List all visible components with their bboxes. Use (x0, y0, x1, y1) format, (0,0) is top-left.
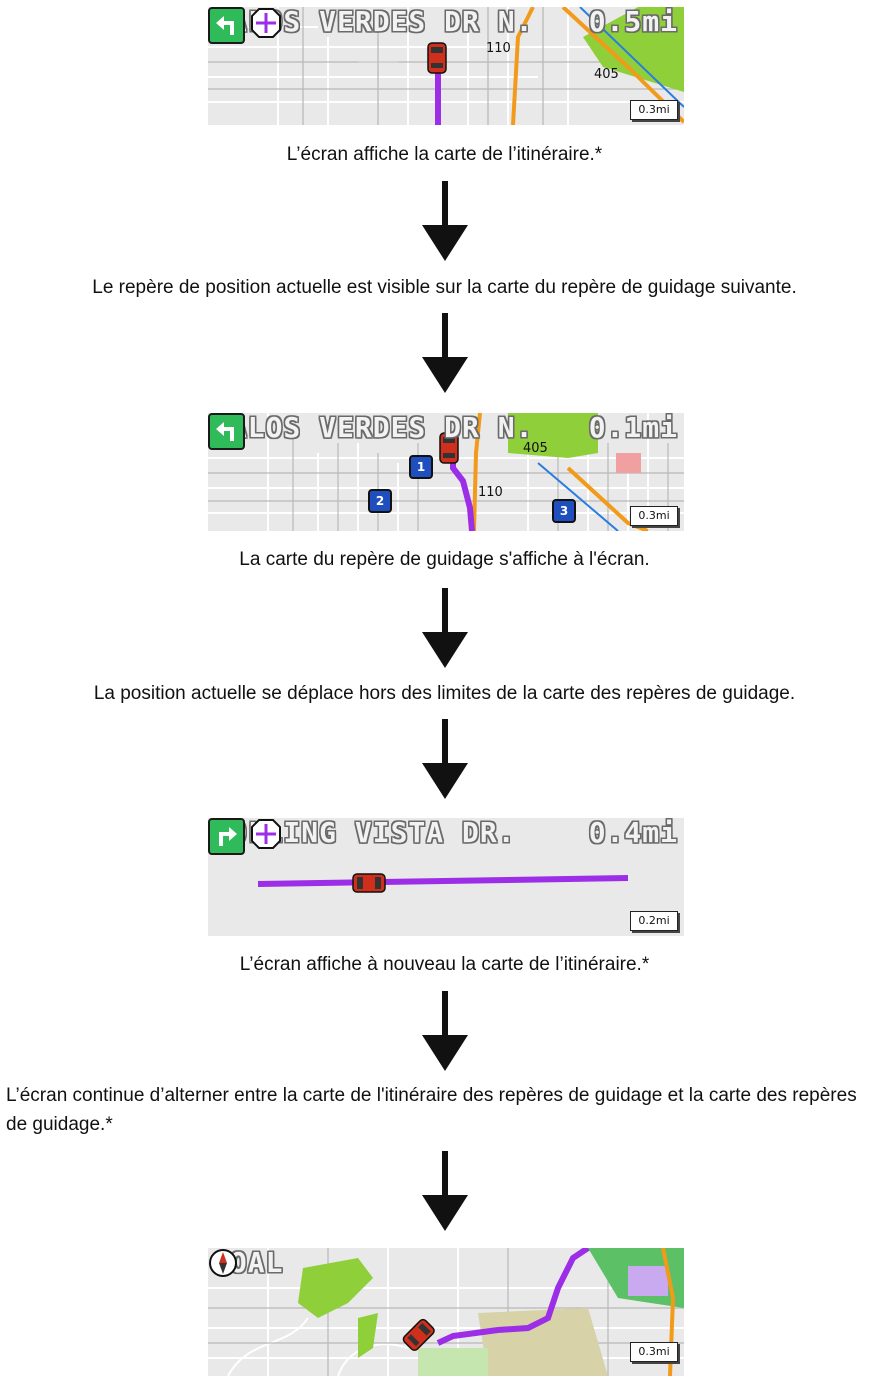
map-background (208, 413, 684, 531)
caption-6: L’écran continue d’alterner entre la car… (6, 1085, 857, 1135)
down-arrow-icon (422, 588, 468, 668)
road-number-label: 405 (594, 67, 619, 82)
car-icon (352, 873, 386, 893)
road-number-label: 110 (486, 41, 511, 56)
highway-110 (472, 413, 482, 531)
highway-110 (511, 7, 535, 125)
goal-map-4: GOAL 0.3mi (208, 1248, 684, 1376)
turn-left-icon (208, 413, 245, 450)
caption-2: Le repère de position actuelle est visib… (92, 277, 797, 298)
map-background (208, 1248, 684, 1376)
down-arrow-icon (422, 991, 468, 1071)
caption-3: La carte du repère de guidage s'affiche … (239, 549, 650, 570)
down-arrow-icon (422, 719, 468, 799)
road-number-label: 110 (478, 485, 503, 500)
turn-left-icon (208, 7, 245, 44)
scale-indicator: 0.3mi (630, 506, 678, 526)
highway-405 (566, 466, 649, 531)
distance-readout: 0.1mi (588, 413, 678, 444)
waypoint-flag-icon (251, 819, 281, 849)
caption-5: L’écran affiche à nouveau la carte de l’… (239, 954, 650, 975)
park-area (583, 7, 684, 92)
turn-right-icon (208, 818, 245, 855)
map-background (257, 873, 629, 893)
waypoint-flag-icon (251, 8, 281, 38)
distance-readout: 0.5mi (588, 7, 678, 38)
route-line (436, 1248, 590, 1346)
scale-indicator: 0.3mi (630, 100, 678, 120)
caption-4: La position actuelle se déplace hors des… (93, 683, 796, 704)
street-name: PALOS VERDES DR N. (212, 413, 534, 444)
route-map-1: PALOS VERDES DR N. 0.5mi 110 405 0.3mi (208, 7, 684, 125)
road-number-label: 405 (523, 441, 548, 456)
waypoint-badge: 1 (409, 455, 433, 479)
scale-indicator: 0.2mi (630, 911, 678, 931)
car-icon (439, 432, 459, 464)
park-area (298, 1258, 373, 1318)
map-background (208, 7, 684, 125)
distance-readout: 0.4mi (588, 818, 678, 849)
scale-indicator: 0.3mi (630, 1342, 678, 1362)
down-arrow-icon (422, 181, 468, 261)
park-area (508, 413, 598, 458)
route-map-3: ROLLING VISTA DR. 0.4mi 0.2mi (208, 818, 684, 936)
guidance-map-2: PALOS VERDES DR N. 0.1mi 405 110 1 2 3 0… (208, 413, 684, 531)
down-arrow-icon (422, 1151, 468, 1231)
car-icon (427, 42, 447, 74)
waypoint-badge: 2 (368, 489, 392, 513)
down-arrow-icon (422, 313, 468, 393)
caption-1: L’écran affiche la carte de l’itinéraire… (286, 144, 603, 165)
waypoint-badge: 3 (552, 499, 576, 523)
compass-icon (209, 1249, 237, 1277)
route-line (257, 875, 629, 887)
car-icon (402, 1318, 435, 1352)
